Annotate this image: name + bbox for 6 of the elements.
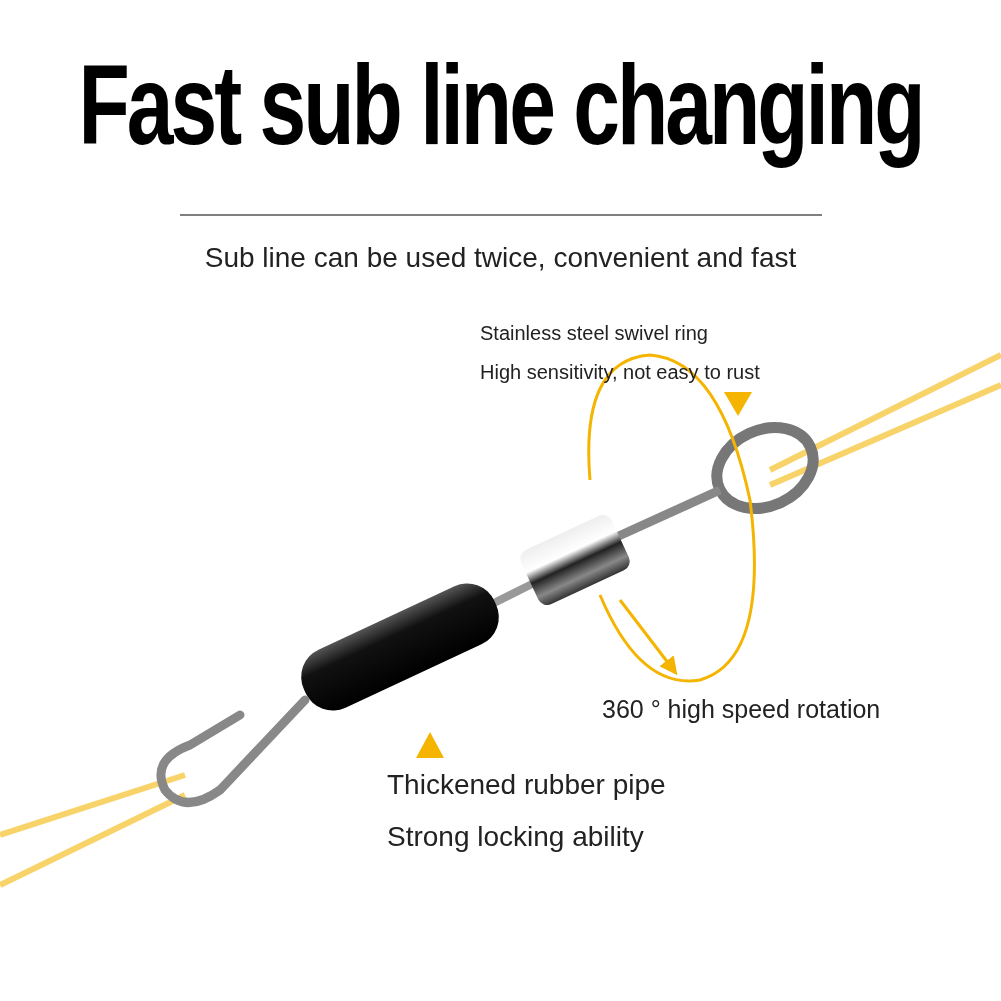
subtitle: Sub line can be used twice, convenient and fast	[203, 242, 798, 274]
callout-text: Strong locking ability	[387, 821, 644, 853]
callout-text: Stainless steel swivel ring	[480, 322, 708, 345]
callout-text: Thickened rubber pipe	[387, 769, 666, 801]
callout-text: 360 ° high speed rotation	[602, 695, 881, 724]
title: Fast sub line changing	[77, 44, 924, 166]
